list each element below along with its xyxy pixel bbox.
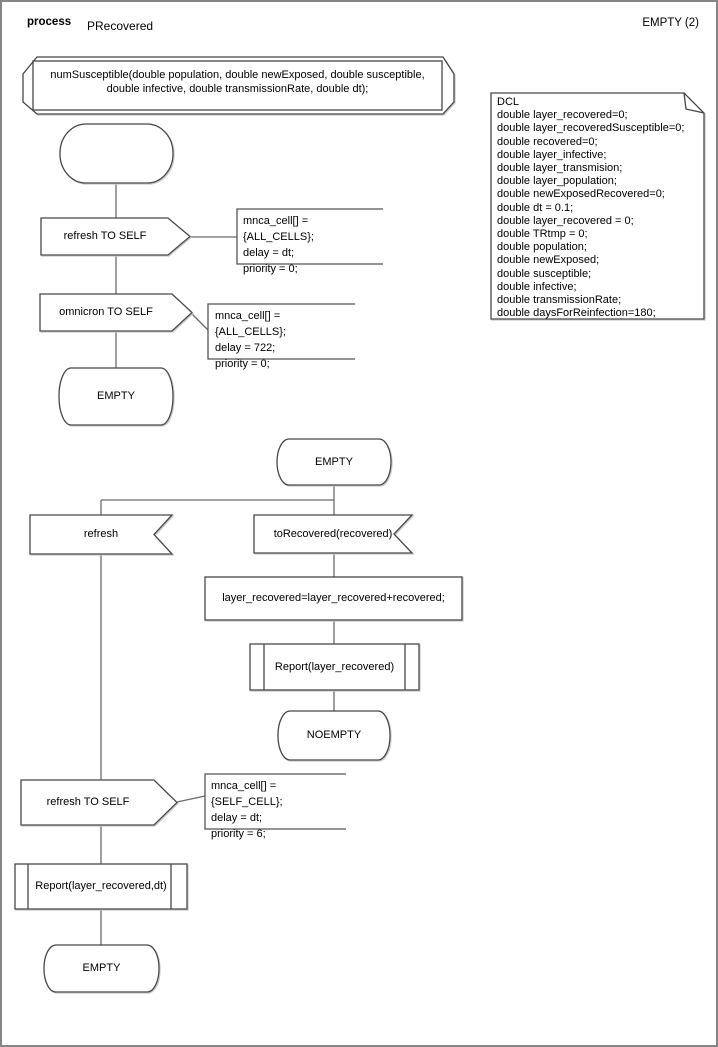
output-signal-omnicron-to-self-shape — [39, 293, 193, 332]
procedure-call-outline — [249, 643, 420, 691]
output-signal-refresh-to-self-shape — [40, 217, 192, 256]
procedure-declaration-outer — [22, 56, 455, 115]
procedure-call-outline — [14, 863, 188, 910]
comment-bracket — [236, 208, 383, 265]
state-empty-shape — [276, 438, 392, 486]
state-empty-shape — [58, 367, 174, 426]
procedure-declaration-shape — [22, 56, 455, 115]
dcl-text-symbol — [490, 92, 705, 320]
start-state-shape — [59, 123, 174, 184]
comment-bracket — [204, 773, 346, 830]
dcl-note-fold — [683, 92, 705, 114]
dcl-note-outline — [490, 92, 705, 320]
task-accumulate-shape — [204, 576, 463, 621]
input-signal-torecovered-shape — [253, 514, 414, 554]
comment-bracket — [207, 303, 355, 360]
output-signal-refresh-to-self-bottom-shape — [20, 779, 178, 826]
comment-connector-line — [176, 795, 206, 803]
procedure-call-report-dt-shape — [14, 863, 188, 910]
connector-lines — [100, 183, 335, 945]
procedure-declaration-inner — [32, 60, 443, 111]
procedure-call-report-shape — [249, 643, 420, 691]
comment-connector-line — [191, 313, 209, 331]
state-noempty-shape — [277, 710, 391, 761]
state-empty-bottom-shape — [43, 944, 160, 993]
input-signal-refresh-shape — [29, 514, 174, 555]
